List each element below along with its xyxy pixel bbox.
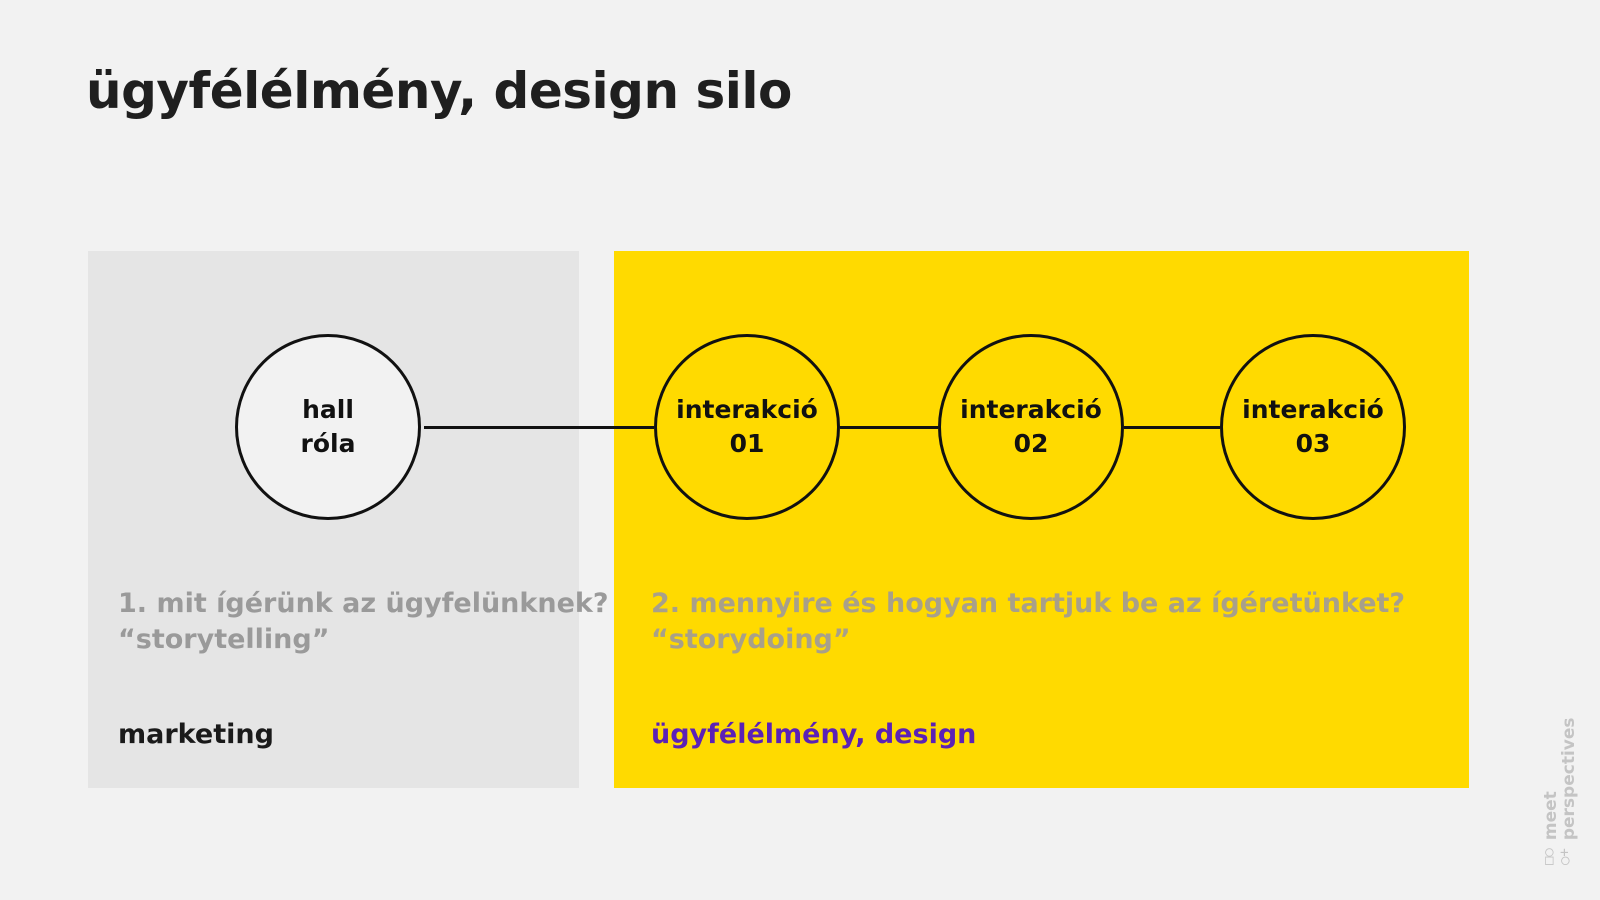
node-label-line1: interakció: [676, 395, 818, 424]
marketing-quote: “storytelling”: [118, 624, 330, 655]
connector-line-3: [1124, 426, 1220, 429]
node-hall-rola: hall róla: [235, 334, 421, 520]
node-label-line1: hall: [302, 395, 354, 424]
node-label-line1: interakció: [960, 395, 1102, 424]
brand-logo-mark: □○ ○+: [1541, 848, 1573, 865]
node-label-line1: interakció: [1242, 395, 1384, 424]
connector-line-1: [424, 426, 654, 429]
node-interakcio-02: interakció 02: [938, 334, 1124, 520]
marketing-question: 1. mit ígérünk az ügyfelünknek?: [118, 588, 609, 619]
node-interakcio-03: interakció 03: [1220, 334, 1406, 520]
design-department-label: ügyfélélmény, design: [651, 719, 977, 750]
brand-line-1: meet: [1541, 791, 1561, 841]
brand-wordmark: meet perspectives: [1541, 717, 1579, 841]
brand-line-2: perspectives: [1559, 717, 1579, 841]
brand-logo: □○ ○+ meet perspectives: [1541, 717, 1579, 865]
design-quote: “storydoing”: [651, 624, 851, 655]
node-interakcio-01: interakció 01: [654, 334, 840, 520]
marketing-department-label: marketing: [118, 719, 274, 750]
design-question: 2. mennyire és hogyan tartjuk be az ígér…: [651, 588, 1406, 619]
node-label-line2: 03: [1295, 429, 1331, 458]
node-label-line2: 02: [1013, 429, 1049, 458]
node-label-line2: róla: [300, 429, 356, 458]
connector-line-2: [840, 426, 938, 429]
node-label-line2: 01: [729, 429, 765, 458]
slide-title: ügyfélélmény, design silo: [86, 62, 792, 120]
